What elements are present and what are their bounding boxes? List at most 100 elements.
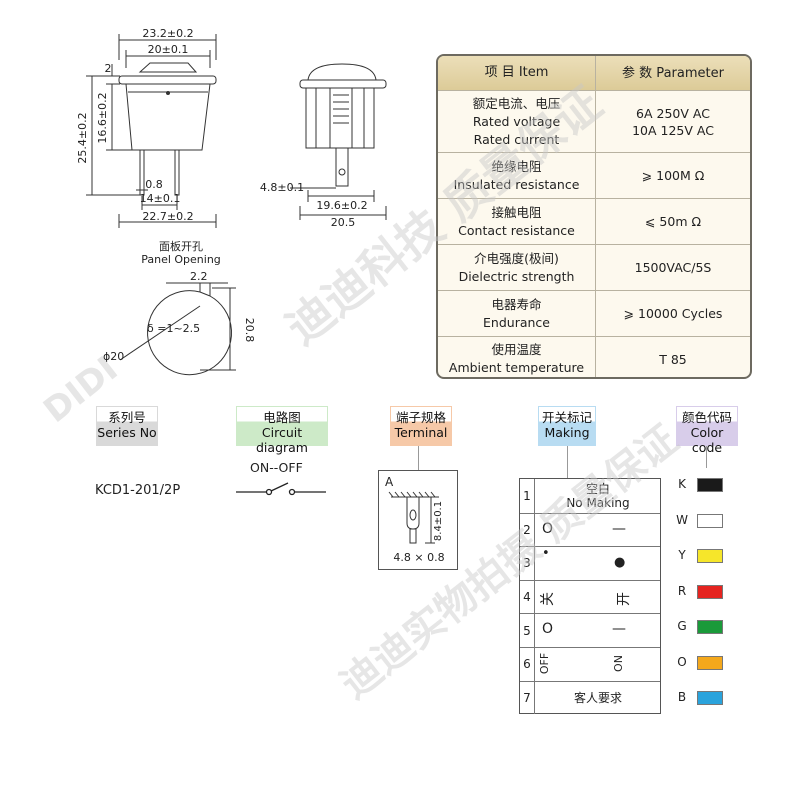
terminal-tag-en: Terminal [394,425,448,440]
dim-panel-height: 20.8 [243,318,255,343]
front-view-drawing: 23.2±0.2 20±0.1 2 25.4±0.2 16.6±0.2 0.8 … [76,27,217,228]
making-symbol-off: O [542,520,554,537]
making-symbol-on: — [612,520,626,537]
making-row: 5 O — [520,613,660,647]
dim-height-total: 25.4±0.2 [76,112,89,163]
making-row-number: 6 [520,648,535,681]
color-swatch [697,478,723,492]
color-row: W [675,504,735,539]
terminal-width-dim: 4.8 × 0.8 [393,551,444,564]
dim-notch: 2.2 [190,270,208,283]
making-row: 3 • ● [520,546,660,580]
making-text: 客人要求 [573,690,622,705]
color-letter: G [677,619,687,633]
making-symbol-off-text: OFF [538,652,552,675]
color-row: Y [675,539,735,574]
color-code-list: K W Y R G O B [675,468,735,716]
param-value: 6A 250V AC [636,105,710,121]
header-item: 项 目 Item [438,56,596,90]
param-name-cn: 额定电流、电压 [472,95,561,111]
param-value: ⩽ 50m Ω [644,214,702,229]
panel-opening-title-en: Panel Opening [141,253,221,266]
dim-pin-width: 0.8 [145,178,163,191]
making-connector-line [567,446,568,478]
terminal-drawing: 8.4±0.1 4.8 × 0.8 [388,491,445,564]
making-row: 1 空白 No Making [520,479,660,513]
color-swatch [697,620,723,634]
param-name-en: Ambient temperature [448,360,585,375]
making-symbol-off-cn: 关 [540,591,556,606]
color-row: B [675,681,735,716]
color-swatch [697,513,723,528]
circuit-tag-cn: 电路图 [263,410,301,425]
making-symbol-off: O [542,621,554,638]
series-tag: 系列号 Series No [96,406,158,446]
param-name-cn: 介电强度(极间) [474,250,559,266]
terminal-box: A 8.4±0.1 4.8 × 0.8 [378,470,458,570]
color-row: K [675,468,735,503]
param-name-en: Contact resistance [458,222,575,238]
making-tag-cn: 开关标记 [541,410,592,425]
param-name-en: Rated voltage [472,113,561,129]
making-table: 1 空白 No Making 2 O — 3 • ● 4 关 开 5 O — 6… [519,478,661,715]
parameter-table-header: 项 目 Item 参 数 Parameter [438,56,750,90]
making-row: 7 客人要求 [520,680,660,715]
making-row-number: 4 [520,580,535,614]
color-row: G [675,610,735,645]
making-text: 空白 [585,481,610,496]
color-swatch [697,584,723,599]
making-row: 4 关 开 [520,579,660,614]
making-row-number: 3 [520,547,535,580]
color-code-tag: 颜色代码 Color code [676,406,738,455]
param-name-en: Dielectric strength [458,268,575,284]
color-connector-line [706,446,707,468]
parameter-row: 绝缘电阻 Insulated resistance ⩾ 100M Ω [438,152,750,198]
param-name-en: Endurance [483,314,550,330]
param-value-2: 10A 125V AC [632,122,714,138]
color-letter: K [678,477,686,491]
panel-opening-title: 面板开孔 Panel Opening [126,240,236,266]
color-code-tag-cn: 颜色代码 [681,410,732,425]
param-value: ⩾ 10000 Cycles [623,306,723,321]
circuit-tag: 电路图 Circuit diagram [236,406,328,455]
parameter-row: 使用温度 Ambient temperature T 85 [438,336,750,377]
dim-bottom-width: 22.7±0.2 [142,210,193,223]
dim-width-inner: 20±0.1 [148,43,189,56]
color-swatch [697,549,723,563]
terminal-tag: 端子规格 Terminal [390,406,452,446]
param-value: 1500VAC/5S [634,260,712,275]
making-row-number: 2 [520,513,535,547]
param-name-cn: 使用温度 [491,342,542,357]
dim-top-gap: 2 [105,62,112,75]
parameter-table: 项 目 Item 参 数 Parameter 额定电流、电压 Rated vol… [436,54,752,379]
terminal-connector-line [418,446,419,470]
making-text-en: No Making [566,495,630,510]
making-row-number: 5 [520,614,535,647]
color-letter: B [677,690,687,704]
parameter-row: 电器寿命 Endurance ⩾ 10000 Cycles [438,290,750,336]
color-letter: Y [678,548,686,562]
header-parameter: 参 数 Parameter [622,65,724,81]
circuit-label: ON--OFF [250,460,303,475]
panel-opening-title-cn: 面板开孔 [159,240,203,253]
color-swatch [697,691,723,705]
terminal-height-dim: 8.4±0.1 [433,501,444,541]
dim-thickness: δ =1~2.5 [147,322,200,335]
parameter-row: 介电强度(极间) Dielectric strength 1500VAC/5S [438,244,750,290]
making-symbol-dot: ● [614,555,626,571]
series-tag-cn: 系列号 [108,410,146,425]
color-swatch [697,655,723,670]
side-view-drawing: 4.8±0.1 19.6±0.2 20.5 [260,63,387,229]
making-symbol-power: • [542,546,550,562]
terminal-tag-cn: 端子规格 [395,410,446,425]
param-value: ⩾ 100M Ω [641,168,705,183]
param-name-cn: 电器寿命 [491,296,542,312]
dim-diameter: ϕ20 [103,350,124,363]
color-letter: R [677,583,687,598]
dim-width-outer: 23.2±0.2 [142,27,193,40]
series-tag-en: Series No [97,425,157,440]
making-row-number: 1 [520,479,535,513]
parameter-row: 接触电阻 Contact resistance ⩽ 50m Ω [438,198,750,244]
dim-pin-spacing: 14±0.1 [140,192,181,205]
color-letter: O [677,654,687,669]
